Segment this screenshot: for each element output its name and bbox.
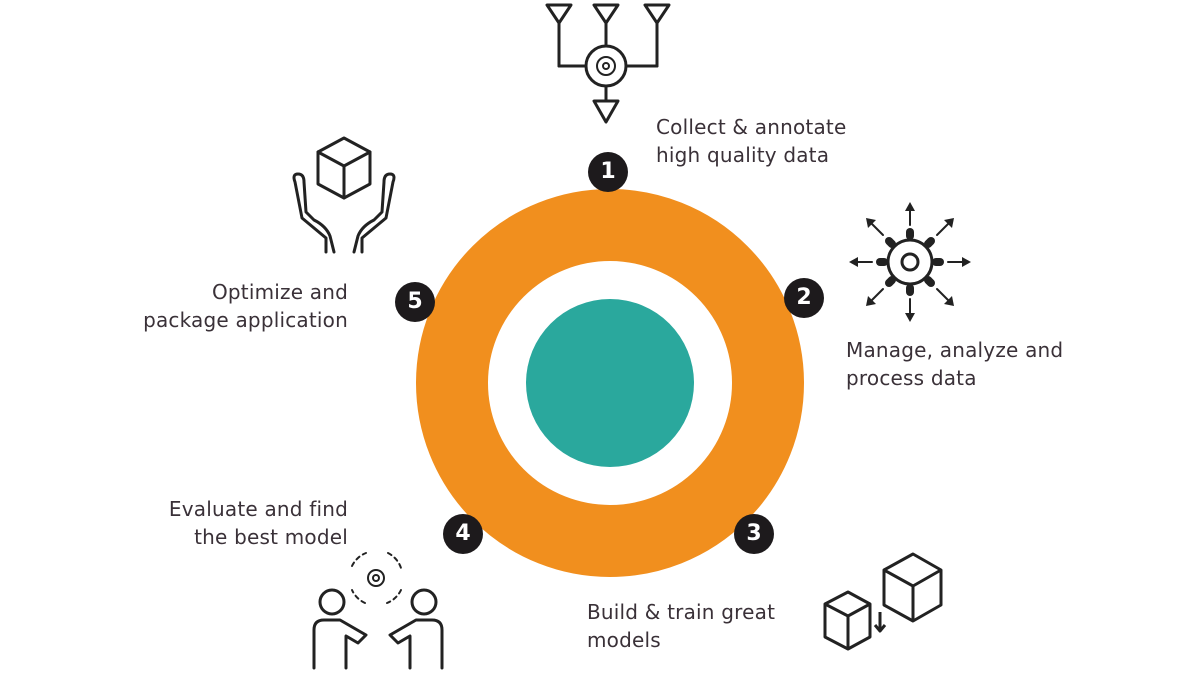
step-5-label-line-1: Optimize and — [211, 280, 348, 304]
step-4-label-line-1: Evaluate and find — [168, 497, 348, 521]
hands-holding-cube-icon — [292, 136, 396, 254]
step-5-label-line-2: package application — [143, 308, 348, 332]
data-pipeline-gear-icon — [545, 3, 671, 124]
step-3-badge: 3 — [734, 514, 774, 554]
step-4-label: Evaluate and find the best model — [169, 495, 348, 551]
step-4-badge: 4 — [443, 514, 483, 554]
step-1-label: Collect & annotate high quality data — [656, 113, 846, 169]
step-1-label-line-2: high quality data — [656, 143, 830, 167]
collaborating-people-icon — [312, 552, 444, 670]
outer-ring — [416, 189, 804, 577]
step-2-badge: 2 — [784, 278, 824, 318]
gear-arrows-icon — [849, 202, 971, 322]
step-1-badge: 1 — [588, 152, 628, 192]
step-3-label-line-2: models — [587, 628, 661, 652]
step-2-label-line-2: process data — [846, 366, 977, 390]
step-2-label-line-1: Manage, analyze and — [846, 338, 1064, 362]
step-2-label: Manage, analyze and process data — [846, 336, 1063, 392]
step-3-label-line-1: Build & train great — [587, 600, 776, 624]
building-blocks-icon — [823, 552, 943, 651]
step-3-label: Build & train great models — [587, 598, 775, 654]
step-1-label-line-1: Collect & annotate — [656, 115, 847, 139]
inner-core — [526, 299, 694, 467]
step-4-label-line-2: the best model — [194, 525, 348, 549]
step-5-badge: 5 — [395, 282, 435, 322]
step-5-label: Optimize and package application — [143, 278, 348, 334]
